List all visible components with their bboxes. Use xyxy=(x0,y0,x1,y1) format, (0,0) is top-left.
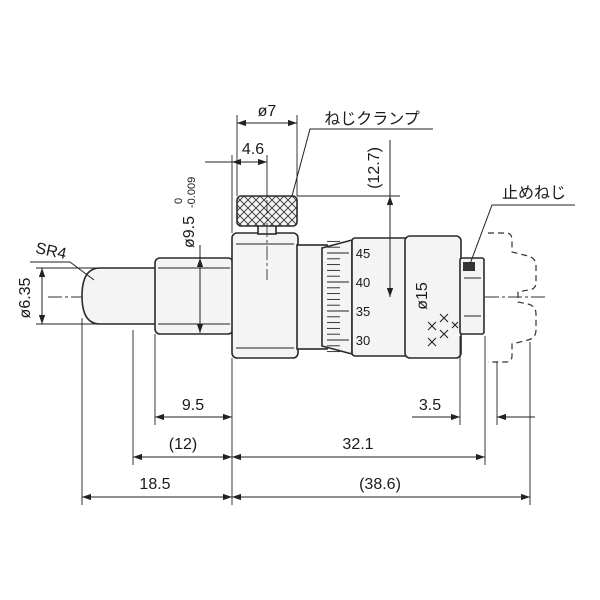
overall-right-label: (38.6) xyxy=(359,476,401,493)
ratchet-length-label: 3.5 xyxy=(419,397,441,414)
thimble-graduations xyxy=(327,240,349,353)
set-screw-leader xyxy=(469,204,575,265)
stem-diameter-callout: ø9.5 0 -0.009 xyxy=(173,177,198,248)
overall-left-label: 18.5 xyxy=(139,476,170,493)
clamp-screw-callout: ねじクランプ xyxy=(324,109,420,128)
stem-tolerance-lower: -0.009 xyxy=(186,177,198,208)
knurl-mark xyxy=(427,313,459,347)
tip-radius-leader xyxy=(30,261,95,281)
stem-diameter-label: ø9.5 xyxy=(181,216,198,248)
body xyxy=(231,232,299,359)
stem-length-label: 9.5 xyxy=(182,397,204,414)
thimble-scale-40: 40 xyxy=(356,275,370,290)
thimble-scale-45: 45 xyxy=(356,246,370,261)
thimble-knurl-marks xyxy=(427,313,459,347)
set-screw-outline xyxy=(488,232,537,363)
thimble-scale-35: 35 xyxy=(356,304,370,319)
thimble-bevel xyxy=(321,238,353,356)
ratchet-hex-key xyxy=(463,262,475,271)
clamp-offset-label: 4.6 xyxy=(242,141,264,158)
thimble-diameter-label: ø15 xyxy=(414,282,431,310)
set-screw-callout: 止めねじ xyxy=(502,183,566,202)
spindle xyxy=(81,267,157,325)
clamp-diameter-label: ø7 xyxy=(258,103,277,120)
thimble-scale-30: 30 xyxy=(356,333,370,348)
body-to-end-label: 32.1 xyxy=(342,436,373,453)
tip-radius-label: SR4 xyxy=(34,240,68,263)
clamp-height-label: (12.7) xyxy=(366,147,383,189)
stem xyxy=(154,257,234,335)
tip-to-body-label: (12) xyxy=(169,436,197,453)
spindle-diameter-label: ø6.35 xyxy=(17,277,34,318)
clamp-screw-leader xyxy=(291,128,433,197)
stem-tolerance-upper: 0 xyxy=(173,198,185,204)
